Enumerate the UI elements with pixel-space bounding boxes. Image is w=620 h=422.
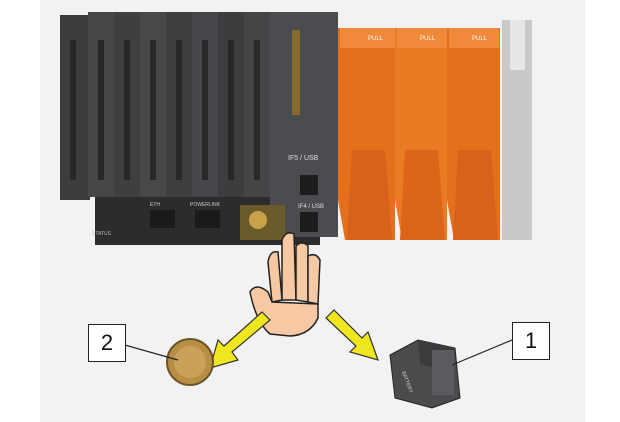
powerlink-port (195, 210, 220, 228)
eth-label: ETH (150, 202, 160, 208)
leader-line-1 (451, 339, 513, 366)
pull-label-2: PULL (420, 36, 436, 42)
leader-line-2 (124, 344, 179, 361)
callout-1-label: 1 (524, 328, 538, 353)
callout-1: 1 (512, 322, 550, 360)
callout-2: 2 (88, 324, 126, 362)
pull-label-1: PULL (368, 36, 384, 42)
powerlink-label: POWERLINK (190, 202, 221, 208)
pull-label-3: PULL (472, 36, 488, 42)
usb-port (300, 175, 318, 195)
battery-in-slot (249, 211, 267, 229)
end-cap-top (510, 20, 525, 70)
if4-label: IF4 / USB (298, 204, 324, 210)
cpu-slot (292, 30, 300, 115)
if5-label: IF5 / USB (288, 155, 319, 162)
arrow-to-battery-icon (209, 311, 271, 369)
io-modules (60, 12, 272, 200)
usb-port-2 (300, 212, 318, 232)
coin-battery (166, 338, 214, 386)
hand-pointer-icon (249, 232, 321, 337)
battery-cover (389, 339, 461, 409)
arrow-to-cover-icon (325, 309, 379, 361)
orange-modules (338, 28, 500, 240)
eth-port (150, 210, 175, 228)
status-label: STATUS (92, 231, 112, 237)
callout-2-label: 2 (100, 330, 114, 355)
cpu-module (270, 12, 338, 237)
